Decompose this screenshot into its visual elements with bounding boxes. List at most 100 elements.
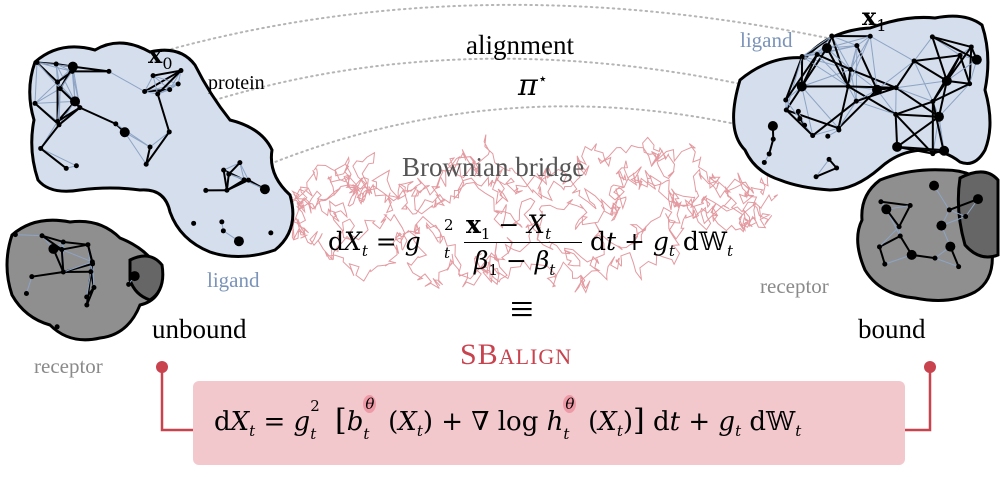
- connector-dot-right: [924, 361, 936, 373]
- graph-edge: [895, 100, 934, 116]
- graph-node: [39, 233, 45, 239]
- graph-node: [929, 34, 935, 40]
- graph-node: [85, 242, 91, 248]
- graph-edge: [934, 257, 959, 268]
- graph-edge: [149, 131, 170, 148]
- graph-edge: [785, 56, 803, 111]
- connector-dot-left: [156, 361, 168, 373]
- graph-node: [882, 261, 888, 267]
- graph-node: [221, 167, 227, 173]
- graph-edge: [802, 53, 818, 57]
- graph-edge: [849, 69, 857, 102]
- graph-edge: [152, 75, 171, 90]
- graph-node: [166, 129, 172, 135]
- graph-node: [32, 100, 38, 106]
- graph-edge: [115, 123, 151, 148]
- graph-edge: [225, 174, 230, 191]
- graph-edge: [58, 106, 81, 126]
- graph-edge: [869, 36, 878, 90]
- graph-edge: [784, 56, 804, 101]
- graph-edge: [968, 46, 973, 84]
- graph-edge: [878, 246, 886, 265]
- graph-edge: [41, 234, 64, 243]
- graph-edge: [937, 80, 948, 117]
- graph-node: [876, 244, 882, 250]
- graph-node: [829, 33, 835, 39]
- graph-edge: [36, 62, 61, 89]
- graph-node: [799, 53, 805, 59]
- graph-edge: [768, 138, 775, 155]
- graph-edge: [838, 100, 857, 129]
- graph-node: [967, 81, 973, 87]
- bridge-fraction-num: x1 − Xt: [466, 210, 552, 243]
- graph-edge: [226, 179, 245, 192]
- graph-edge: [58, 88, 61, 125]
- graph-node: [972, 194, 983, 205]
- graph-node: [783, 97, 789, 103]
- graph-node: [70, 96, 81, 107]
- graph-edge: [156, 93, 171, 133]
- graph-node: [795, 108, 801, 114]
- graph-node: [906, 249, 917, 260]
- graph-edge: [826, 47, 849, 87]
- graph-node: [245, 177, 251, 183]
- protein-graph-right: [783, 33, 982, 157]
- bridge-fraction-den: β1 − βt: [474, 246, 556, 279]
- graph-node: [259, 184, 270, 195]
- graph-node: [38, 145, 44, 151]
- graph-node: [936, 220, 947, 231]
- graph-node: [203, 187, 209, 193]
- pi-star-label: π⋆: [518, 68, 548, 103]
- sbalign-title: SBALIGN: [460, 338, 573, 371]
- graph-edge: [896, 80, 947, 89]
- unbound-label: unbound: [152, 314, 247, 344]
- graph-edge: [239, 162, 249, 181]
- graph-node: [178, 68, 184, 74]
- graph-edge: [830, 35, 850, 87]
- graph-edge: [895, 113, 939, 118]
- graph-edge: [801, 35, 833, 57]
- graph-node: [34, 60, 40, 66]
- graph-node: [847, 67, 853, 73]
- graph-node: [892, 141, 903, 152]
- graph-node: [945, 241, 956, 252]
- graph-edge: [831, 35, 858, 47]
- graph-node: [796, 81, 807, 92]
- graph-edge: [801, 56, 849, 87]
- graph-node: [761, 159, 767, 165]
- graph-edge: [850, 68, 897, 89]
- graph-edge: [932, 35, 972, 48]
- graph-edge: [239, 162, 245, 181]
- graph-node: [48, 243, 59, 254]
- graph-edge: [34, 102, 60, 126]
- graph-edge: [801, 86, 814, 136]
- graph-edge: [946, 46, 973, 82]
- graph-edge: [847, 85, 897, 116]
- graph-node: [770, 136, 776, 142]
- graph-node: [220, 228, 226, 234]
- graph-edge: [800, 47, 828, 88]
- graph-node: [834, 165, 840, 171]
- graph-edge: [60, 249, 65, 273]
- graph-edge: [938, 83, 970, 118]
- graph-node: [54, 324, 60, 330]
- graph-node: [930, 151, 936, 157]
- receptor-lobe-right: [956, 170, 1000, 259]
- graph-edge: [848, 85, 897, 89]
- graph-edge: [879, 226, 900, 248]
- graph-node: [23, 290, 29, 296]
- brownian-bridge-path: [250, 134, 779, 294]
- graph-edge: [802, 56, 851, 71]
- graph-edge: [785, 109, 814, 137]
- graph-node: [956, 264, 962, 270]
- graph-node: [907, 203, 913, 209]
- receptor-graph-left: [12, 232, 140, 330]
- receptor-label-right: receptor: [760, 274, 829, 298]
- graph-edge: [932, 82, 971, 103]
- graph-edge: [63, 261, 93, 273]
- graph-edge: [949, 209, 966, 217]
- graph-edge: [61, 243, 89, 251]
- graph-node: [881, 204, 892, 215]
- graph-node: [963, 213, 969, 219]
- graph-edge: [895, 86, 940, 118]
